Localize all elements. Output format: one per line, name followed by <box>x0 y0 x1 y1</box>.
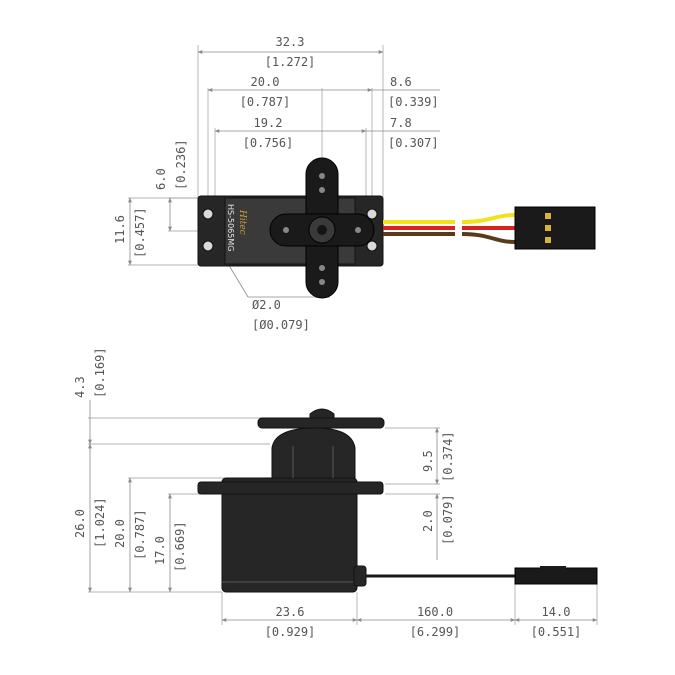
mounting-hole <box>366 240 378 252</box>
flange-offset-label-in: [0.339] <box>388 95 439 109</box>
flange-thickness-label: 2.0 <box>421 510 435 532</box>
hole-span-label: 20.0 <box>251 75 280 89</box>
spline-height-label-in: [0.169] <box>93 347 107 398</box>
body-width-label: 19.2 <box>254 116 283 130</box>
shaft-offset-label-in: [0.307] <box>388 136 439 150</box>
flange-offset-label: 8.6 <box>390 75 412 89</box>
servo-side-horn <box>257 417 385 429</box>
lead-length-label: 160.0 <box>417 605 453 619</box>
body-depth-label-in: [0.457] <box>133 207 147 258</box>
body-width-label-in: [0.756] <box>243 136 294 150</box>
flange-height-label-in: [0.669] <box>173 521 187 572</box>
overall-width-label: 32.3 <box>276 35 305 49</box>
shaft-offset-label: 7.8 <box>390 116 412 130</box>
case-height-label-in: [0.787] <box>133 509 147 560</box>
output-spline <box>309 408 335 419</box>
body-depth-label: 11.6 <box>113 215 127 244</box>
connector-length-label-in: [0.551] <box>531 625 582 639</box>
overall-width-label-in: [1.272] <box>265 55 316 69</box>
case-height-label: 20.0 <box>113 519 127 548</box>
case-length-label: 23.6 <box>276 605 305 619</box>
flange-height-label: 17.0 <box>153 536 167 565</box>
top-view: 32.3 [1.272] 20.0 [0.787] 8.6 [0.339] 19… <box>113 35 596 332</box>
mounting-hole <box>202 208 214 220</box>
connector-length-label: 14.0 <box>542 605 571 619</box>
servo-side-flange <box>197 481 384 495</box>
connector-plug <box>514 206 596 250</box>
servo-side-case <box>221 477 358 593</box>
horn-to-flange-label-in: [0.374] <box>441 431 455 482</box>
flange-thickness-label-in: [0.079] <box>441 494 455 545</box>
hole-pitch-label-in: [0.236] <box>174 139 188 190</box>
total-height-label: 26.0 <box>73 509 87 538</box>
servo-side-gear-tower <box>271 427 356 479</box>
svg-text:HS-5065MG: HS-5065MG <box>226 204 235 251</box>
mounting-hole <box>202 240 214 252</box>
hole-diameter-label: Ø2.0 <box>252 298 281 312</box>
wire-grommet <box>353 565 367 587</box>
side-connector <box>514 567 598 585</box>
hole-span-label-in: [0.787] <box>240 95 291 109</box>
svg-text:Hitec: Hitec <box>237 209 247 235</box>
mounting-hole <box>366 208 378 220</box>
horn-to-flange-label: 9.5 <box>421 450 435 472</box>
total-height-label-in: [1.024] <box>93 497 107 548</box>
hole-diameter-label-in: [Ø0.079] <box>252 318 310 332</box>
case-length-label-in: [0.929] <box>265 625 316 639</box>
hole-pitch-label: 6.0 <box>154 168 168 190</box>
brand-label: Hitec HS-5065MG <box>226 204 247 251</box>
spline-height-label: 4.3 <box>73 376 87 398</box>
servo-wires <box>383 213 516 244</box>
lead-length-label-in: [6.299] <box>410 625 461 639</box>
side-view: 4.3 [0.169] 26.0 [1.024] 20.0 [0.787] 17… <box>73 347 598 639</box>
